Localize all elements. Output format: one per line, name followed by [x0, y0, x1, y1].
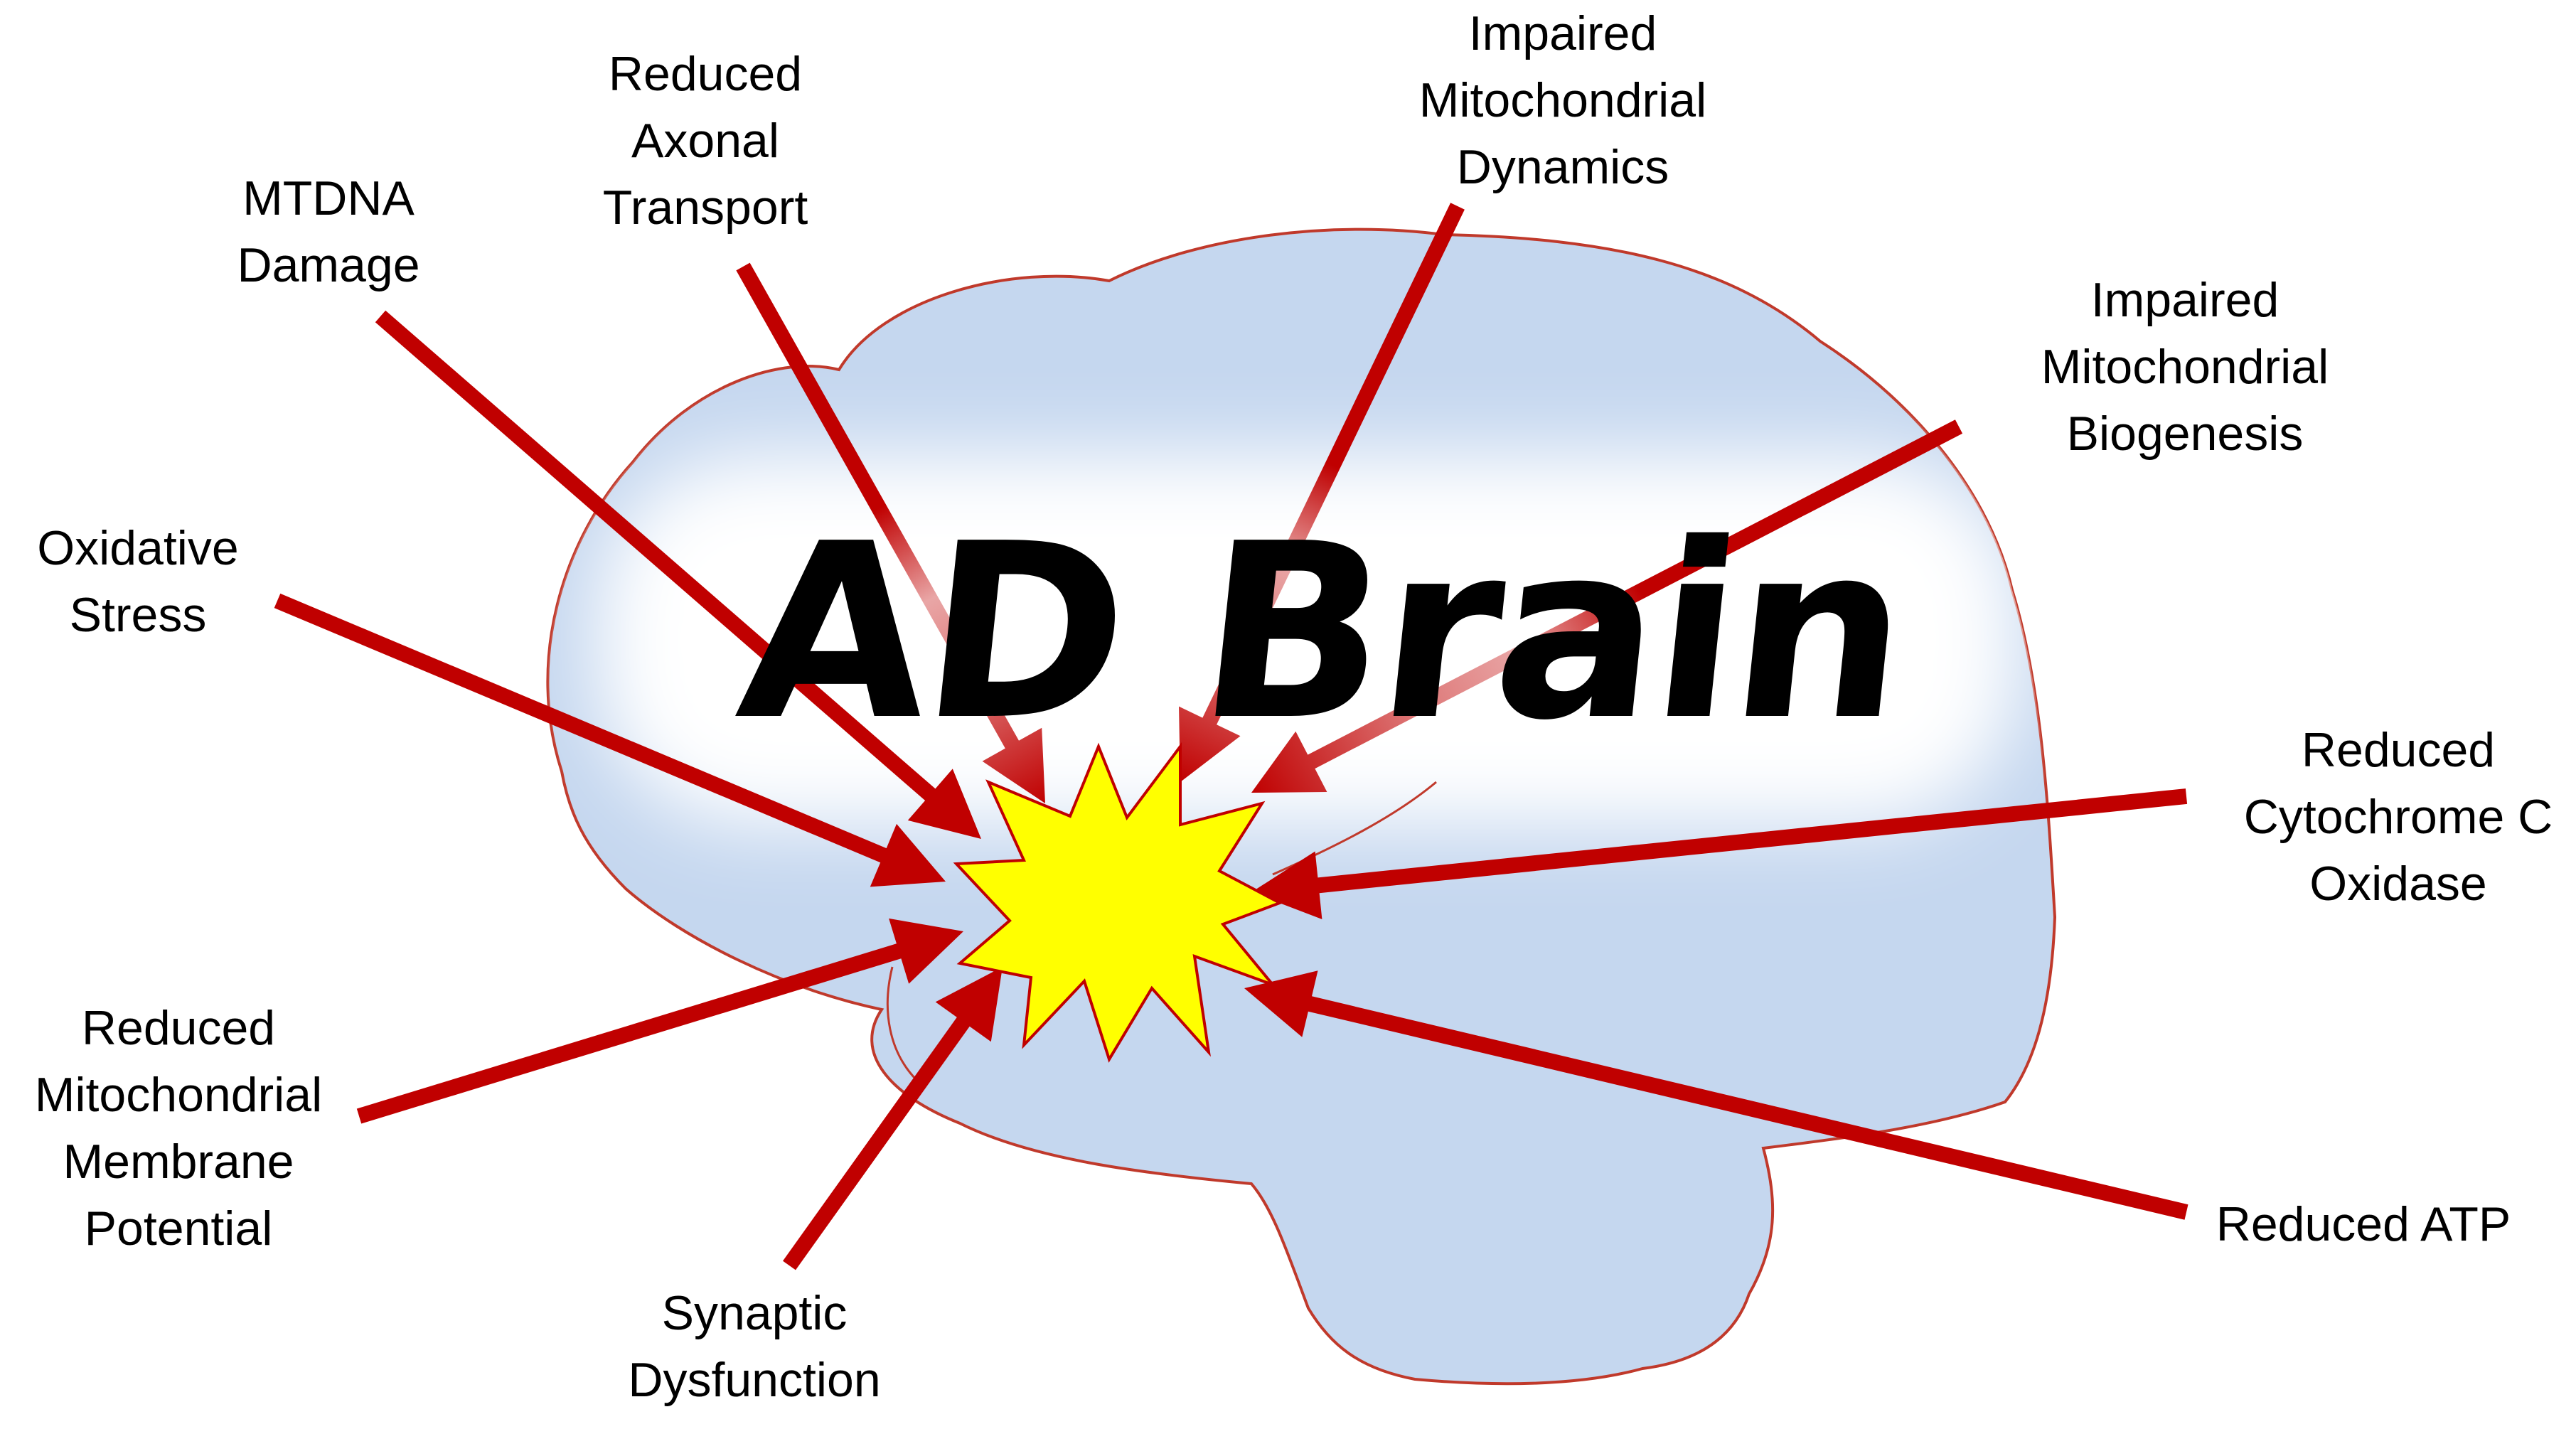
label-reduced-axonal-transport: Reduced Axonal Transport [602, 47, 808, 235]
label-oxidative-stress: Oxidative Stress [37, 521, 239, 642]
brain-fold-line [886, 966, 919, 1082]
label-reduced-atp: Reduced ATP [2216, 1197, 2511, 1251]
arrow-layer [274, 203, 2188, 1270]
arrow-reduced-mitochondrial-membrane-potential [356, 918, 963, 1124]
title-glow [597, 455, 2019, 825]
diagram-title: AD Brain [727, 492, 1918, 774]
arrow-reduced-cytochrome-c-oxidase [1251, 788, 2188, 919]
arrow-oxidative-stress [274, 593, 946, 887]
label-reduced-cytochrome-c-oxidase: Reduced Cytochrome C Oxidase [2243, 723, 2553, 911]
arrow-mtdna-damage [375, 310, 981, 839]
arrow-reduced-axonal-transport [736, 262, 1045, 804]
label-reduced-mitochondrial-membrane-potential: Reduced Mitochondrial Membrane Potential [34, 1001, 323, 1256]
arrow-reduced-atp [1244, 970, 2188, 1220]
label-impaired-mitochondrial-biogenesis: Impaired Mitochondrial Biogenesis [2041, 273, 2329, 461]
arrow-impaired-mitochondrial-dynamics [1179, 203, 1465, 782]
central-starburst [953, 742, 1283, 1063]
label-mtdna-damage: MTDNA Damage [237, 171, 420, 292]
arrow-impaired-mitochondrial-biogenesis [1251, 419, 1963, 793]
label-synaptic-dysfunction: Synaptic Dysfunction [628, 1286, 881, 1407]
label-impaired-mitochondrial-dynamics: Impaired Mitochondrial Dynamics [1418, 6, 1707, 194]
arrow-synaptic-dysfunction [783, 967, 1003, 1270]
